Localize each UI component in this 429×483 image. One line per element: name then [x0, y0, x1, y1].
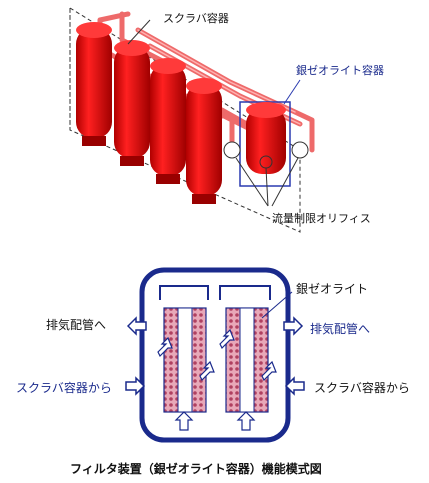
- label-from-scrubber-right: スクラバ容器から: [314, 381, 410, 395]
- zeolite-column: [225, 307, 269, 413]
- silver-zeolite-vessel: [246, 102, 286, 174]
- label-scrubber-vessel: スクラバ容器: [163, 12, 229, 25]
- silver-zeolite-vessel-frame: [239, 101, 291, 187]
- label-exhaust-left: 排気配管へ: [46, 318, 107, 332]
- scrubber-area-dashed-outline: [69, 7, 301, 233]
- filter-system-3d-diagram: [69, 7, 315, 233]
- label-flow-orifice: 流量制限オリフィス: [272, 212, 371, 225]
- label-silver-zeolite-vessel: 銀ゼオライト容器: [296, 64, 384, 77]
- orifice-icon: [223, 141, 241, 159]
- orifice-icon: [291, 141, 309, 159]
- label-silver-zeolite: 銀ゼオライト: [296, 282, 369, 296]
- scrubber-vessel: [186, 78, 222, 204]
- scrubber-vessel: [150, 58, 186, 184]
- exhaust-port-arrows: [126, 316, 304, 336]
- label-from-scrubber-left: スクラバ容器から: [16, 381, 112, 395]
- scrubber-vessel: [114, 40, 150, 166]
- inlet-port-arrows: [125, 376, 305, 396]
- label-exhaust-right: 排気配管へ: [310, 322, 371, 336]
- figure-caption: フィルタ装置（銀ゼオライト容器）機能模式図: [70, 462, 322, 476]
- scrubber-vessel: [76, 22, 112, 146]
- filter-function-schematic: [125, 267, 305, 443]
- flow-arrows: [157, 328, 277, 431]
- zeolite-column: [163, 307, 207, 413]
